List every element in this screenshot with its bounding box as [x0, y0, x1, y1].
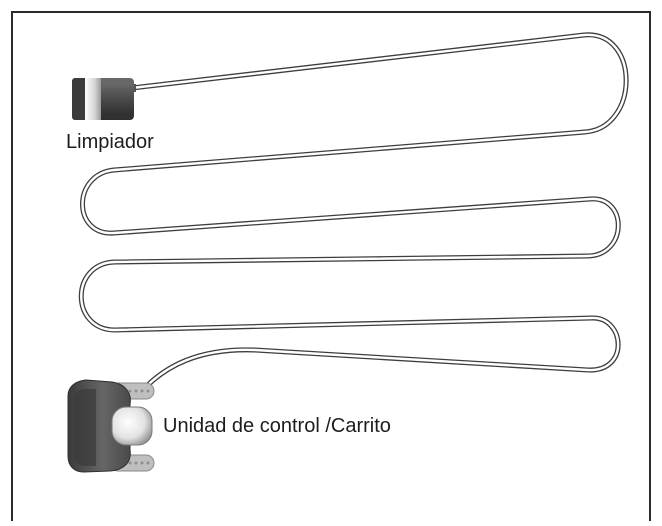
- control-unit-label: Unidad de control /Carrito: [163, 415, 391, 437]
- control-unit-cart-icon: [67, 379, 155, 473]
- cleaner-label: Limpiador: [66, 131, 154, 153]
- cleaner-connector-icon: [72, 78, 136, 120]
- cable: [78, 32, 629, 396]
- frame-border: [11, 11, 651, 521]
